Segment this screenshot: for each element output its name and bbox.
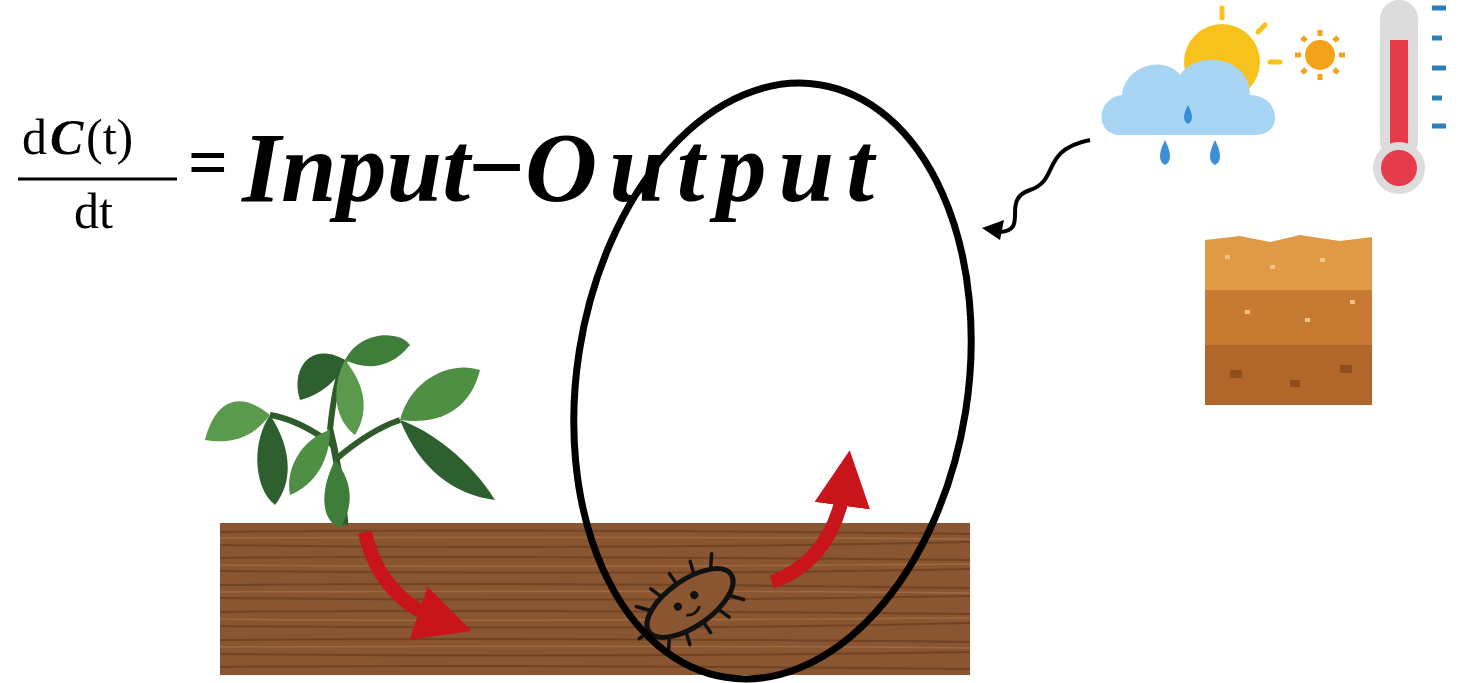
plant xyxy=(205,335,495,528)
thermometer-icon xyxy=(1373,0,1446,194)
input-arrow xyxy=(365,532,445,622)
equation-variable: C xyxy=(50,112,83,162)
soil-icon xyxy=(1205,235,1372,405)
microbe-icon xyxy=(619,545,752,668)
equation-symbol: dt xyxy=(74,186,113,236)
weather-icon xyxy=(1101,8,1345,165)
output-ellipse: Output xyxy=(565,75,980,683)
influence-arrowhead xyxy=(982,220,1004,240)
equation-symbol: (t) xyxy=(86,112,133,162)
equation-operator: = xyxy=(188,128,228,198)
node-text: Output xyxy=(525,118,886,218)
equation-operator: − xyxy=(468,118,525,218)
output-arrow xyxy=(772,478,846,582)
equation-symbol: d xyxy=(22,112,47,162)
fraction-bar xyxy=(18,178,177,181)
influence-arrow xyxy=(1000,140,1090,232)
equation-term: Input xyxy=(242,118,470,218)
